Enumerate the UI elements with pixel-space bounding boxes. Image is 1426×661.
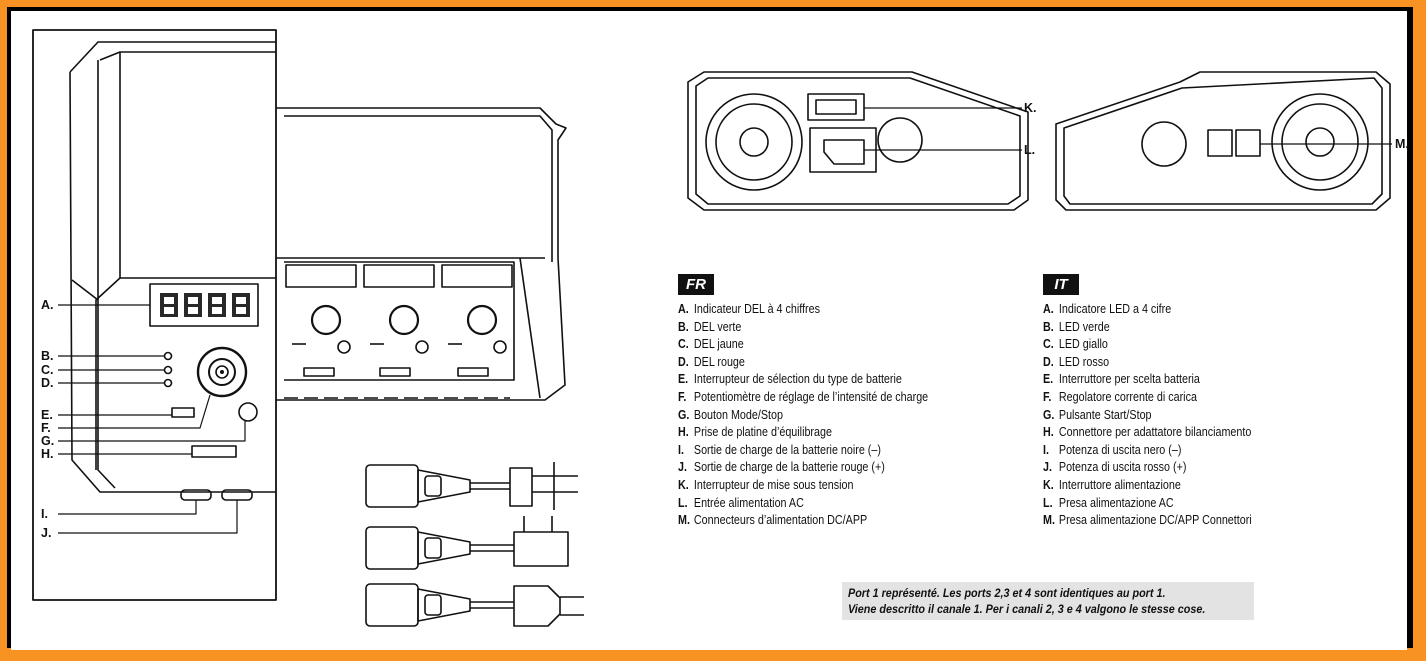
fr-item: H. Prise de platine d’équilibrage <box>678 425 832 440</box>
fr-item: B. DEL verte <box>678 319 742 334</box>
fr-item: C. DEL jaune <box>678 337 744 352</box>
callout-c: C. <box>41 363 54 377</box>
callout-g: G. <box>41 434 55 448</box>
it-item: B. LED verde <box>1043 319 1110 334</box>
it-item: J. Potenza di uscita rosso (+) <box>1043 460 1187 475</box>
fr-legend: A. Indicateur DEL à 4 chiffres B. DEL ve… <box>678 301 928 530</box>
callout-e: E. <box>41 408 53 422</box>
fr-item: D. DEL rouge <box>678 354 745 369</box>
it-item: F. Regolatore corrente di carica <box>1043 389 1197 404</box>
note-line-it: Viene descritto il canale 1. Per i canal… <box>848 602 1206 616</box>
fr-item: M. Connecteurs d’alimentation DC/APP <box>678 513 868 528</box>
rear-panel-left <box>687 71 1029 211</box>
it-item: D. LED rosso <box>1043 354 1110 369</box>
it-badge: IT <box>1043 274 1079 295</box>
it-item: L. Presa alimentazione AC <box>1043 495 1174 510</box>
callout-i: I. <box>41 507 48 521</box>
port-note: Port 1 représenté. Les ports 2,3 et 4 so… <box>842 582 1254 620</box>
rear-panel-right <box>1055 71 1392 211</box>
manual-page <box>11 11 1407 650</box>
callout-m: M. <box>1395 137 1409 151</box>
it-item: M. Presa alimentazione DC/APP Connettori <box>1043 513 1252 528</box>
callout-j: J. <box>41 526 52 540</box>
fr-item: I. Sortie de charge de la batterie noire… <box>678 442 881 457</box>
it-item: H. Connettore per adattatore bilanciamen… <box>1043 425 1252 440</box>
knob-closeup <box>196 346 248 398</box>
callout-l: L. <box>1024 143 1036 157</box>
fr-item: G. Bouton Mode/Stop <box>678 407 783 422</box>
fr-badge: FR <box>678 274 714 295</box>
it-item: K. Interruttore alimentazione <box>1043 477 1181 492</box>
note-line-fr: Port 1 représenté. Les ports 2,3 et 4 so… <box>848 586 1166 600</box>
power-cords <box>365 462 584 627</box>
fr-item: J. Sortie de charge de la batterie rouge… <box>678 460 885 475</box>
it-item: G. Pulsante Start/Stop <box>1043 407 1152 422</box>
fr-item: E. Interrupteur de sélection du type de … <box>678 372 902 387</box>
callout-d: D. <box>41 376 54 390</box>
fr-item: F. Potentiomètre de réglage de l’intensi… <box>678 389 929 404</box>
fr-item: A. Indicateur DEL à 4 chiffres <box>678 302 820 316</box>
it-item: A. Indicatore LED a 4 cifre <box>1043 302 1172 316</box>
it-item: I. Potenza di uscita nero (–) <box>1043 442 1182 457</box>
callout-f: F. <box>41 421 51 435</box>
closeup-frame <box>32 29 277 601</box>
fr-item: L. Entrée alimentation AC <box>678 495 804 510</box>
callout-a: A. <box>41 298 54 312</box>
callout-b: B. <box>41 349 54 363</box>
it-legend: A. Indicatore LED a 4 cifre B. LED verde… <box>1043 301 1252 530</box>
it-item: E. Interruttore per scelta batteria <box>1043 372 1200 387</box>
callout-k: K. <box>1024 101 1037 115</box>
it-item: C. LED giallo <box>1043 337 1108 352</box>
callout-h: H. <box>41 447 54 461</box>
fr-item: K. Interrupteur de mise sous tension <box>678 477 854 492</box>
